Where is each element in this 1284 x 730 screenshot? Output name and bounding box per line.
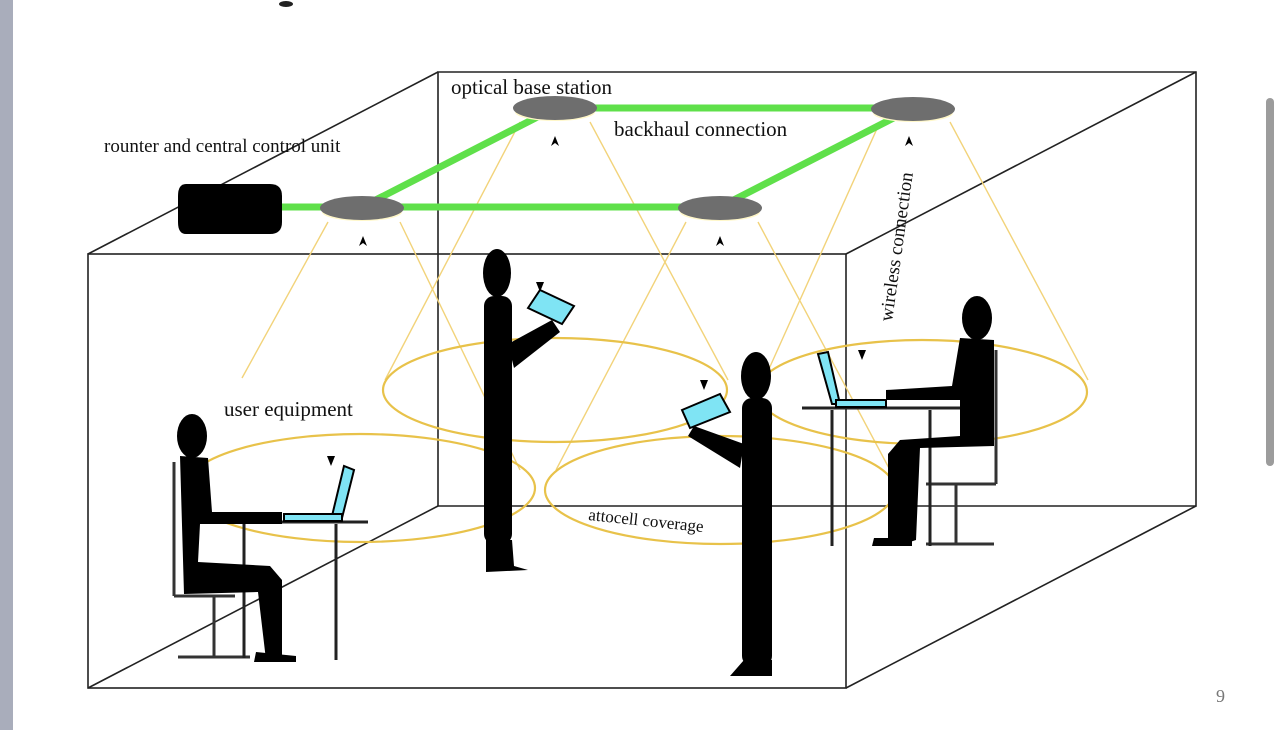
person-silhouette (688, 352, 772, 676)
user-seated-left (172, 414, 368, 662)
laptop (283, 464, 356, 522)
label-optical-base-station: optical base station (451, 75, 612, 99)
backhaul-connections (254, 104, 917, 211)
person-silhouette (872, 296, 994, 546)
optical-base-station (513, 96, 597, 146)
label-router: rounter and central control unit (104, 136, 341, 157)
optical-base-stations (320, 96, 955, 246)
tablet (526, 288, 576, 326)
label-user-equipment: user equipment (224, 397, 353, 421)
left-edge-bar (0, 0, 13, 730)
page-number: 9 (1216, 686, 1225, 706)
user-standing-tablet-2 (680, 352, 772, 676)
user-standing-tablet-1 (483, 249, 576, 572)
coverage-ellipse-1 (183, 432, 537, 544)
optical-base-station (678, 196, 762, 246)
desk (802, 406, 960, 546)
optical-base-station (320, 196, 404, 246)
chair (926, 350, 998, 546)
tablet (680, 392, 732, 430)
label-wireless-connection: wireless connection (876, 170, 918, 322)
user-seated-right (802, 296, 998, 546)
room-box (87, 71, 1197, 689)
optical-base-station (871, 97, 955, 146)
label-backhaul-connection: backhaul connection (614, 117, 788, 141)
coverage-ellipse-2 (381, 336, 729, 444)
vertical-scrollbar[interactable] (1266, 98, 1274, 466)
device-receiver-arrows (327, 282, 866, 466)
person-silhouette (177, 414, 296, 662)
router-unit (178, 184, 282, 234)
person-silhouette (483, 249, 560, 572)
stray-mark (279, 1, 293, 7)
laptop (816, 350, 887, 408)
chair (172, 462, 250, 659)
